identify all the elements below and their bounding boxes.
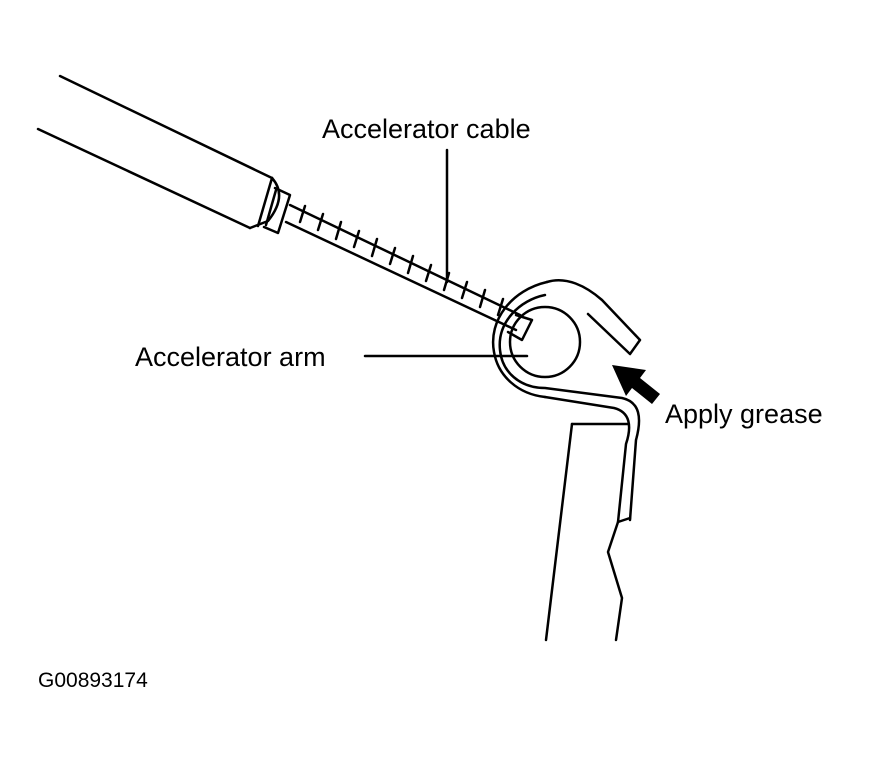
- grease-arrow: [612, 365, 660, 404]
- label-accelerator-arm: Accelerator arm: [135, 342, 326, 372]
- cable-housing: [36, 74, 281, 230]
- cable-end: [506, 313, 534, 342]
- inner-cable: [284, 203, 522, 332]
- accelerator-arm: [491, 279, 642, 642]
- label-apply-grease: Apply grease: [665, 399, 823, 429]
- cable-ferrule: [262, 186, 292, 235]
- figure-code: G00893174: [38, 669, 148, 692]
- label-accelerator-cable: Accelerator cable: [322, 114, 531, 144]
